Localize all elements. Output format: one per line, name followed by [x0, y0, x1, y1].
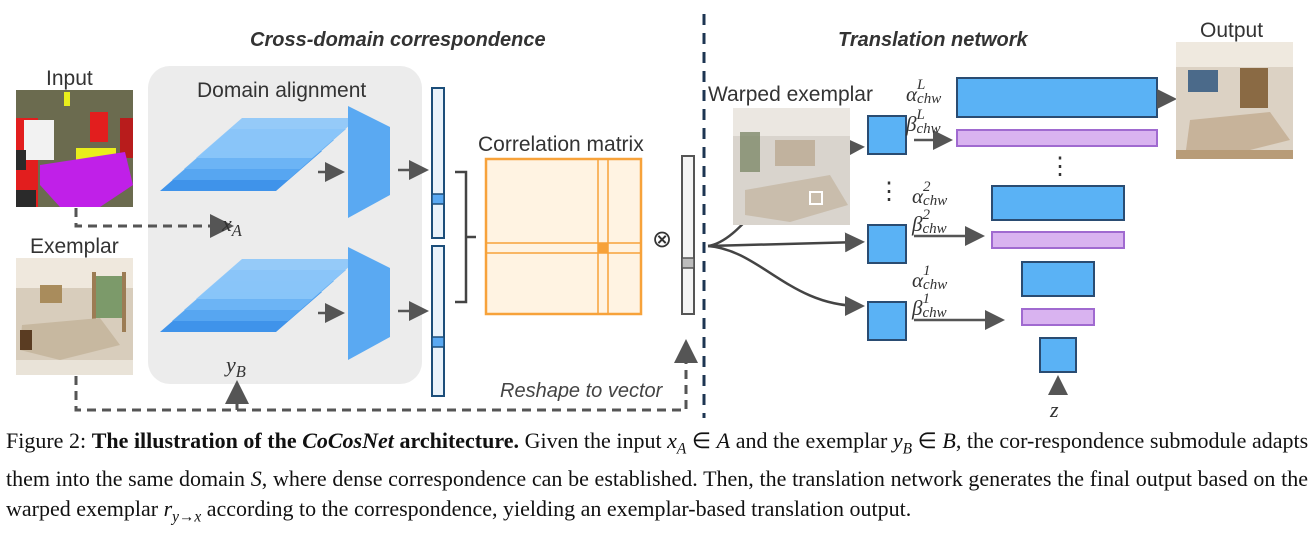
- left-section-title: Cross-domain correspondence: [250, 29, 546, 51]
- feature-stack-bottom: [160, 259, 358, 332]
- layer-L-feature: [956, 77, 1158, 118]
- domain-alignment-label: Domain alignment: [197, 79, 367, 102]
- architecture-diagram: [16, 14, 1293, 418]
- correlation-matrix-label: Correlation matrix: [478, 133, 644, 156]
- reshape-label: Reshape to vector: [500, 380, 663, 402]
- output-label: Output: [1200, 19, 1264, 42]
- layer-1-norm: [1021, 308, 1095, 326]
- feature-stack-top: [160, 118, 358, 191]
- mod-block-2: [867, 224, 907, 264]
- y-b-label: yB: [226, 352, 246, 381]
- encoder-bottom: [348, 247, 390, 360]
- caption-model-name: CoCosNet: [302, 428, 394, 453]
- caption-figure-number: Figure 2:: [6, 428, 87, 453]
- mod-block-L: [867, 115, 907, 155]
- layer-L-norm: [956, 129, 1158, 147]
- warped-exemplar-image: [733, 108, 850, 225]
- z-input-block: [1039, 337, 1077, 373]
- warped-vector: [681, 155, 695, 315]
- mod-block-1: [867, 301, 907, 341]
- vdots-right: ⋮: [1048, 153, 1072, 180]
- vdots-left: ⋮: [877, 178, 901, 205]
- exemplar-image: [16, 258, 133, 375]
- x-a-label: xA: [222, 211, 242, 240]
- caption-bold-post: architecture.: [399, 428, 519, 453]
- otimes-symbol: ⊗: [652, 226, 673, 253]
- caption-bold-pre: The illustration of the: [91, 428, 297, 453]
- correlation-matrix: [484, 157, 643, 316]
- warped-exemplar-label: Warped exemplar: [708, 83, 873, 106]
- input-label: Input: [46, 67, 93, 90]
- z-label: z: [1050, 397, 1059, 422]
- layer-2-feature: [991, 185, 1125, 221]
- feature-vector-bottom: [431, 245, 445, 397]
- figure-caption: Figure 2: The illustration of the CoCosN…: [6, 428, 1309, 526]
- input-image: [16, 90, 133, 207]
- exemplar-label: Exemplar: [30, 235, 119, 258]
- layer-1-feature: [1021, 261, 1095, 297]
- encoder-top: [348, 106, 390, 218]
- right-section-title: Translation network: [838, 29, 1028, 51]
- feature-vector-top: [431, 87, 445, 239]
- output-image: [1176, 42, 1293, 159]
- layer-2-norm: [991, 231, 1125, 249]
